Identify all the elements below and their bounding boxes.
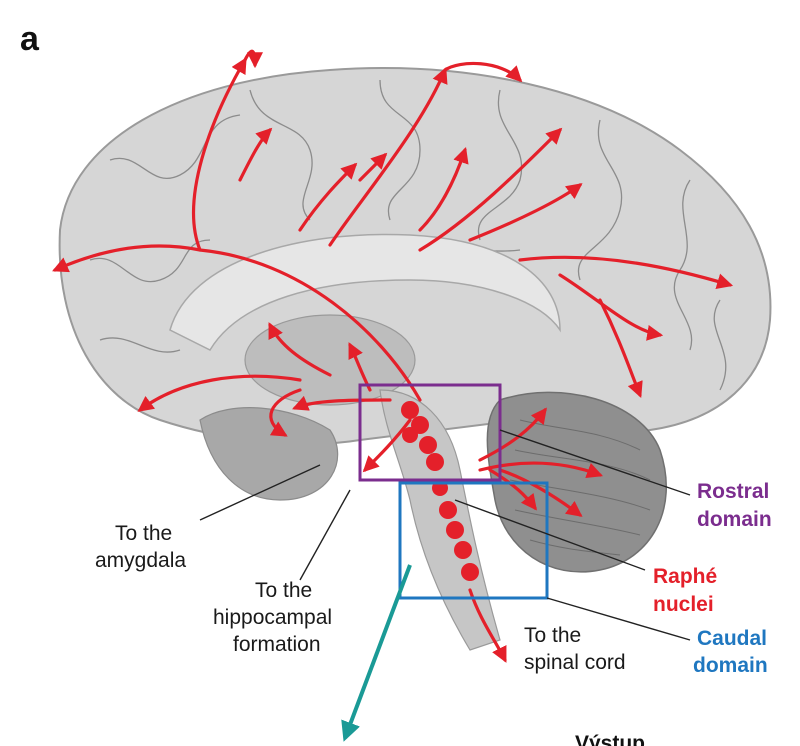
spinal-label-2: spinal cord xyxy=(524,651,626,674)
teal-pointer-arrow xyxy=(345,565,410,738)
hippocampal-label-3: formation xyxy=(233,633,321,656)
bottom-cut-label: Výstup xyxy=(575,732,645,746)
raphe-label-1: Raphé xyxy=(653,565,717,588)
spinal-label-1: To the xyxy=(524,624,581,647)
hippocampal-label-1: To the xyxy=(255,579,312,602)
caudal-label-1: Caudal xyxy=(697,627,767,650)
caudal-label-2: domain xyxy=(693,654,768,677)
hippocampal-label-2: hippocampal xyxy=(213,606,332,629)
rostral-label-2: domain xyxy=(697,508,772,531)
amygdala-label-2: amygdala xyxy=(95,549,186,572)
brainstem xyxy=(380,390,500,650)
panel-label: a xyxy=(20,20,40,58)
raphe-label-2: nuclei xyxy=(653,593,714,616)
rostral-label-1: Rostral xyxy=(697,480,769,503)
amygdala-label-1: To the xyxy=(115,522,172,545)
